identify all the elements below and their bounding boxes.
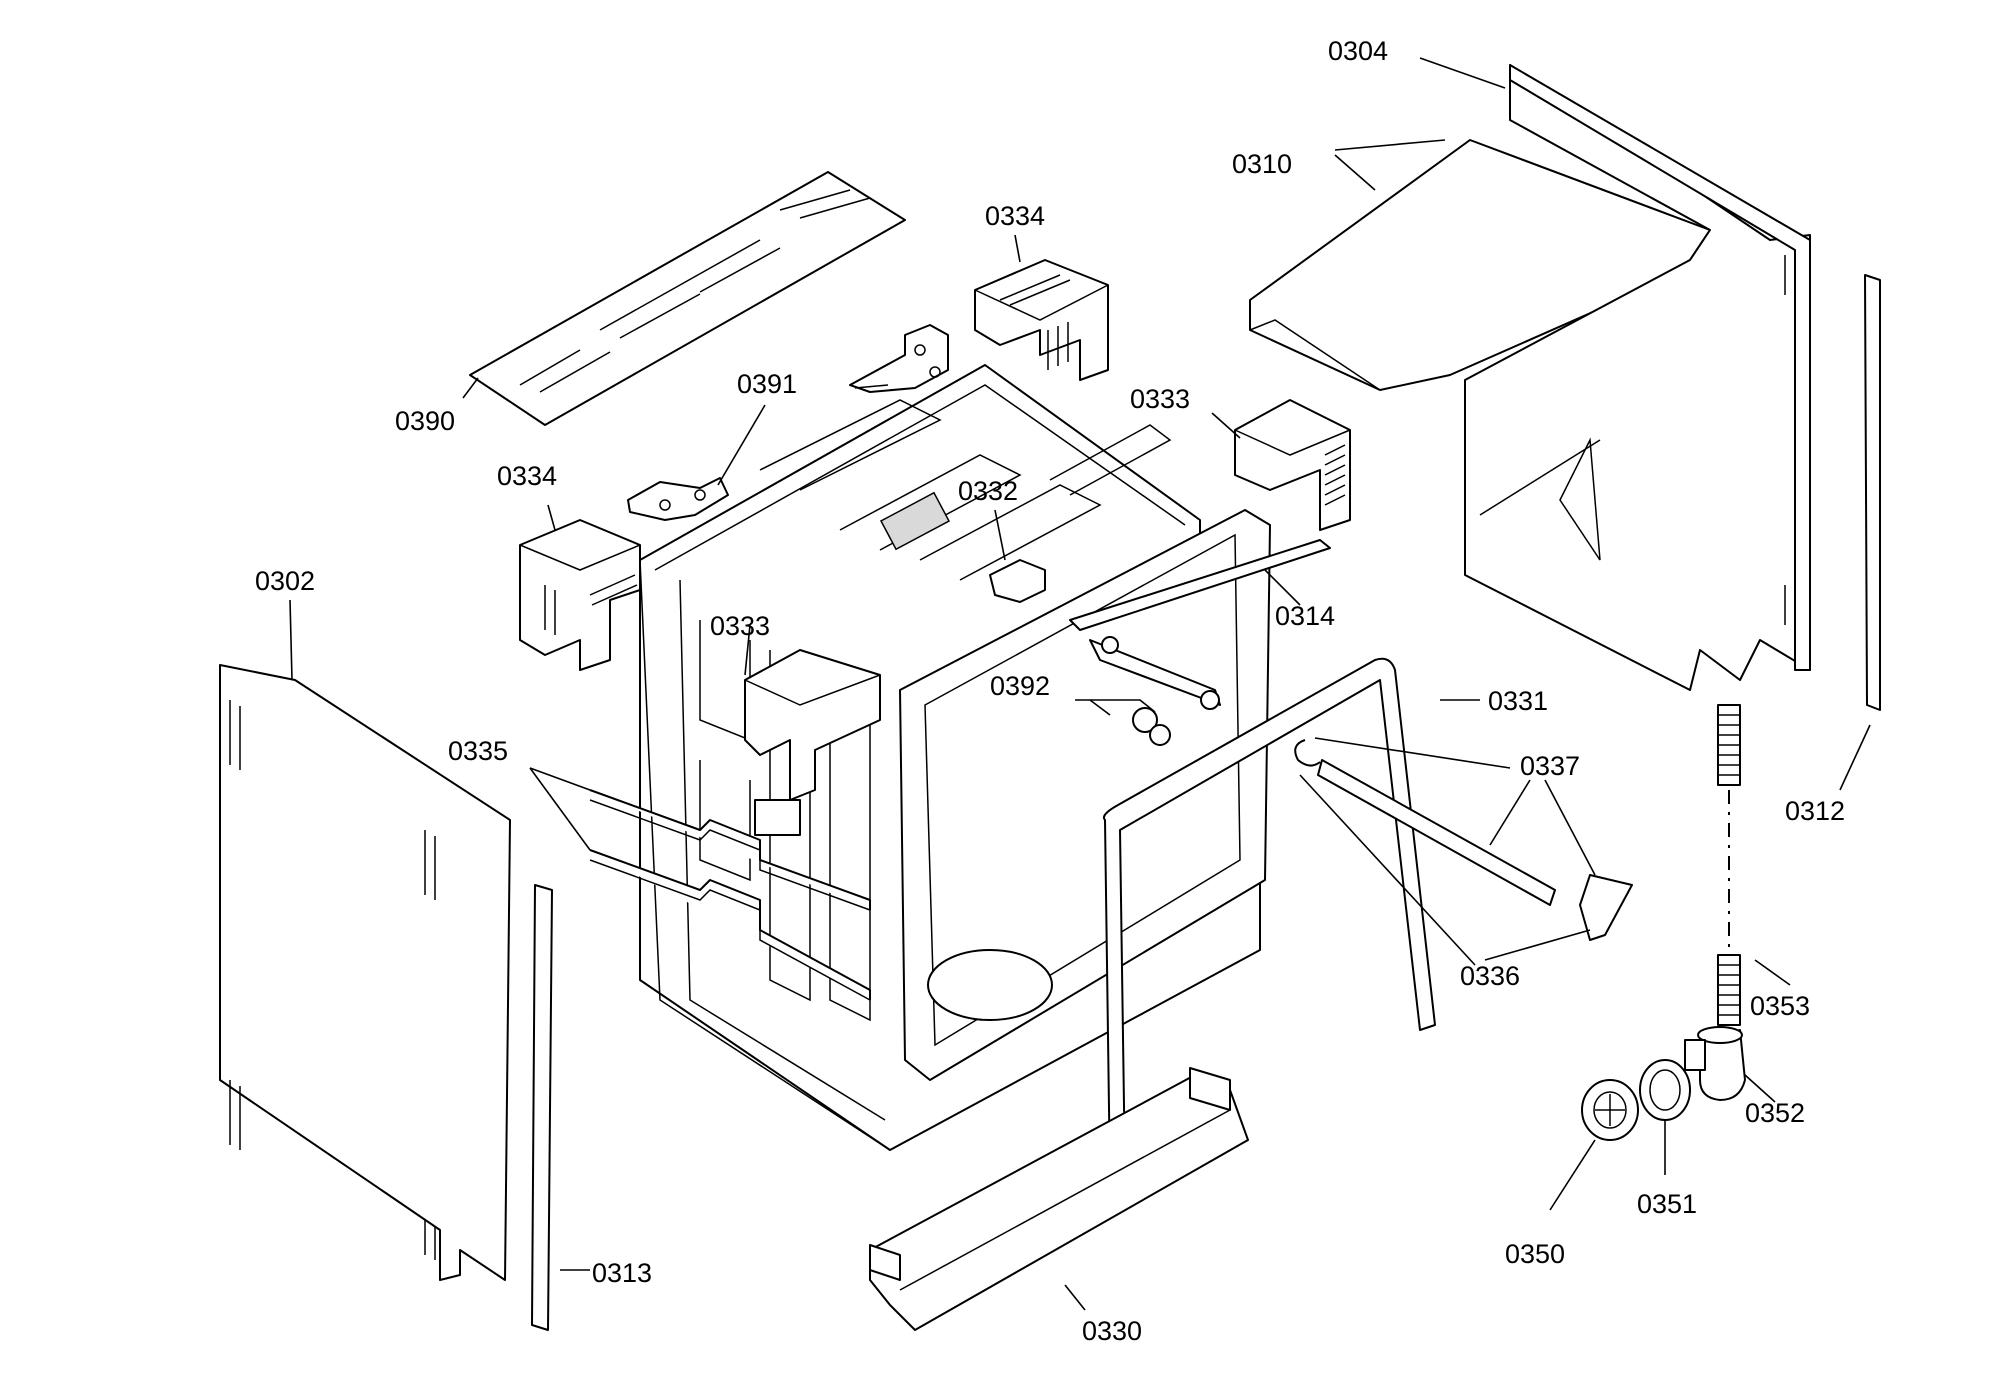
callout-0333-top: 0333 (1130, 384, 1190, 414)
part-0392-hardware (1089, 636, 1221, 746)
part-0390-panel (469, 171, 906, 426)
part-0333-module-mid (744, 649, 881, 836)
part-0314-rail (1069, 539, 1331, 631)
part-0350-nut (1581, 1079, 1639, 1141)
part-0351-ring (1639, 1059, 1691, 1121)
part-0334-clip-left (519, 519, 641, 671)
part-0304-right-panel (1464, 64, 1811, 691)
part-0312-strip (1864, 274, 1881, 711)
part-0302-left-panel (219, 664, 511, 1281)
part-0335-rail-lower (589, 849, 871, 1001)
callout-0390: 0390 (395, 406, 455, 436)
callout-0336: 0336 (1460, 961, 1520, 991)
part-0313-strip (531, 884, 553, 1331)
part-0391-bracket-upper (849, 324, 949, 393)
callout-0312: 0312 (1785, 796, 1845, 826)
callout-0302: 0302 (255, 566, 315, 596)
callout-0314: 0314 (1275, 601, 1335, 631)
part-0335-rail-upper (589, 789, 871, 911)
callout-0351: 0351 (1637, 1189, 1697, 1219)
part-0330-base (869, 1067, 1249, 1331)
callout-0334-top: 0334 (985, 201, 1045, 231)
callout-0337: 0337 (1520, 751, 1580, 781)
part-0352-elbow (1684, 1026, 1746, 1101)
part-0391-bracket-lower (627, 477, 729, 521)
callout-0391: 0391 (737, 369, 797, 399)
callouts: 0304 0310 0334 0390 0391 0333 0334 0332 … (255, 36, 1845, 1346)
callout-0334-left: 0334 (497, 461, 557, 491)
callout-0313: 0313 (592, 1258, 652, 1288)
part-0334-clip-top (974, 259, 1109, 381)
callout-0353: 0353 (1750, 991, 1810, 1021)
callout-0331: 0331 (1488, 686, 1548, 716)
part-0333-module-top (1234, 399, 1351, 531)
callout-0333-mid: 0333 (710, 611, 770, 641)
part-0337-hinge-arm (1294, 739, 1633, 941)
part-0353-hose-upper (1717, 704, 1741, 786)
part-0331-door-seal (1102, 657, 1436, 1181)
part-0353-hose-lower (1717, 954, 1741, 1026)
callout-0352: 0352 (1745, 1098, 1805, 1128)
callout-0310: 0310 (1232, 149, 1292, 179)
part-main-tub (639, 364, 1271, 1151)
leader-lines (289, 57, 1871, 1311)
callout-0332: 0332 (958, 476, 1018, 506)
callout-0392: 0392 (990, 671, 1050, 701)
callout-0350: 0350 (1505, 1239, 1565, 1269)
callout-0330: 0330 (1082, 1316, 1142, 1346)
callout-0335: 0335 (448, 736, 508, 766)
callout-0304: 0304 (1328, 36, 1388, 66)
part-0332-latch (989, 559, 1046, 603)
